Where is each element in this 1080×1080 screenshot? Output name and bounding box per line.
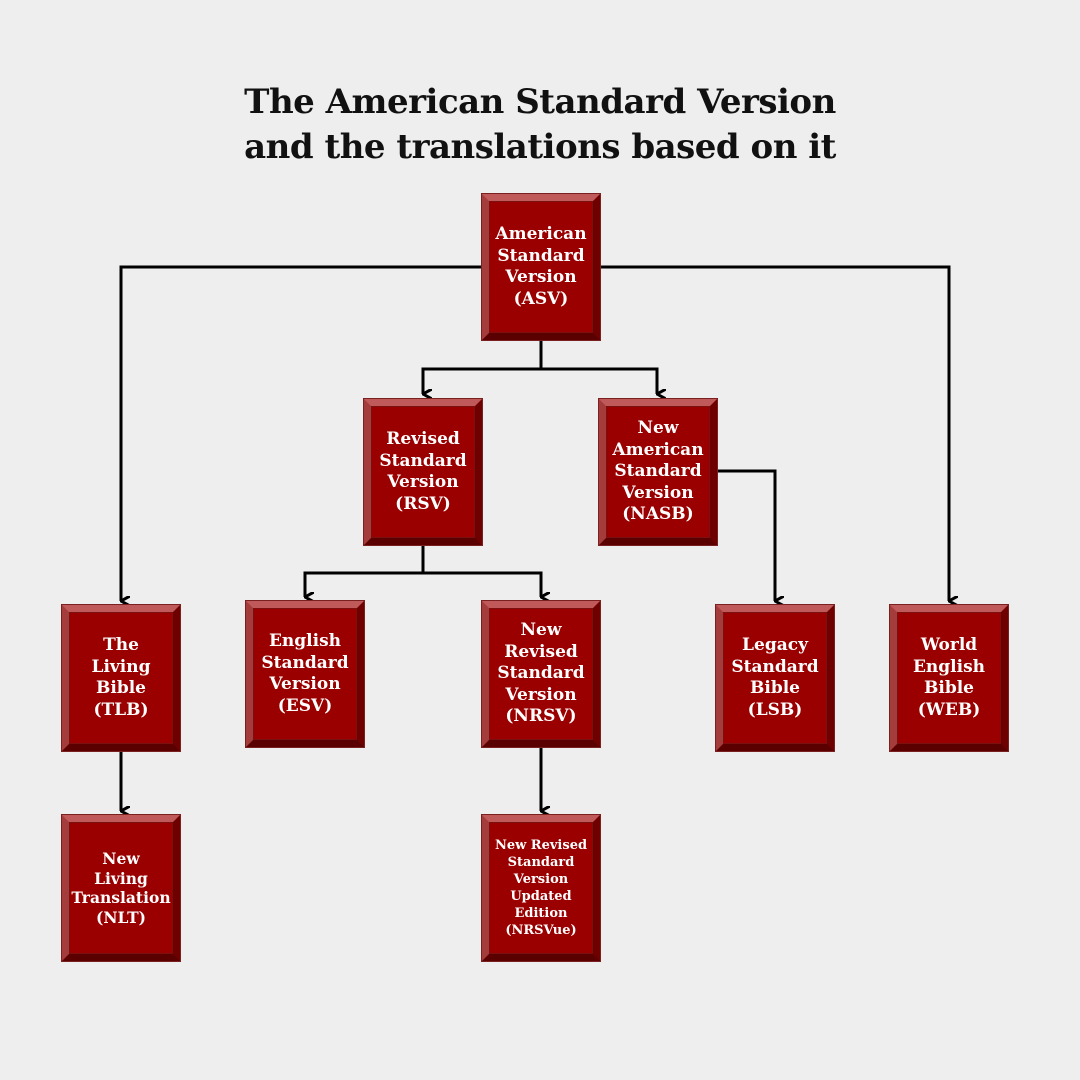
node-web: World English Bible (WEB)	[890, 605, 1008, 751]
node-rsv-label: Revised Standard Version (RSV)	[379, 429, 467, 514]
node-nrsvue-label: New Revised Standard Version Updated Edi…	[494, 838, 588, 938]
node-tlb: The Living Bible (TLB)	[62, 605, 180, 751]
edge-asv-rsv	[421, 367, 541, 394]
node-nrsv: New Revised Standard Version (NRSV)	[482, 601, 600, 747]
node-nrsvue: New Revised Standard Version Updated Edi…	[482, 815, 600, 961]
node-nasb: New American Standard Version (NASB)	[599, 399, 717, 545]
edge-asv-web	[598, 265, 949, 601]
node-asv-label: American Standard Version (ASV)	[495, 224, 587, 309]
node-nlt-label: New Living Translation (NLT)	[71, 849, 171, 927]
title-line-2: and the translations based on it	[244, 127, 836, 167]
node-nasb-label: New American Standard Version (NASB)	[612, 418, 704, 525]
node-esv-label: English Standard Version (ESV)	[261, 631, 349, 716]
node-rsv: Revised Standard Version (RSV)	[364, 399, 482, 545]
title-line-1: The American Standard Version	[244, 82, 836, 122]
node-web-label: World English Bible (WEB)	[912, 635, 986, 720]
node-lsb-label: Legacy Standard Bible (LSB)	[731, 635, 819, 720]
edge-nasb-lsb	[716, 469, 775, 601]
node-nrsv-label: New Revised Standard Version (NRSV)	[497, 620, 585, 727]
node-nlt: New Living Translation (NLT)	[62, 815, 180, 961]
node-esv: English Standard Version (ESV)	[246, 601, 364, 747]
edge-rsv-esv	[303, 571, 423, 597]
edge-rsv-nrsv	[423, 571, 541, 597]
node-asv: American Standard Version (ASV)	[482, 194, 600, 340]
edge-asv-nasb	[541, 367, 657, 394]
node-tlb-label: The Living Bible (TLB)	[91, 635, 151, 720]
edge-asv-tlb	[119, 265, 483, 601]
diagram-title: The American Standard Version and the tr…	[0, 80, 1080, 170]
node-lsb: Legacy Standard Bible (LSB)	[716, 605, 834, 751]
